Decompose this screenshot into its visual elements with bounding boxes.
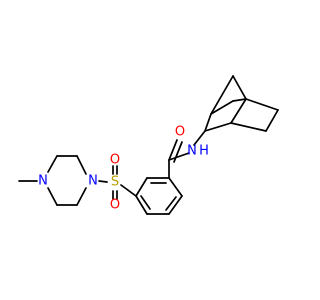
- sulfonyl-bonds: [98, 165, 137, 200]
- structure-drawing: O N H S O O N N: [18, 75, 279, 215]
- norbornane-bonds: [204, 75, 279, 132]
- molecule-diagram: O N H S O O N N: [18, 75, 279, 215]
- atom-label: O: [110, 153, 120, 168]
- atom-label: N: [187, 144, 197, 159]
- bond: [210, 100, 234, 115]
- bond: [232, 75, 247, 100]
- atom-label: H: [199, 144, 209, 159]
- bond: [168, 177, 183, 197]
- atom-label: O: [110, 198, 120, 213]
- bond: [76, 187, 87, 206]
- bond: [173, 141, 183, 163]
- bond: [168, 195, 183, 215]
- bond: [193, 130, 206, 146]
- atom-labels: O N H S O O N N: [38, 125, 209, 213]
- atom-label: N: [88, 174, 98, 189]
- atom-label: N: [38, 174, 48, 189]
- bond: [165, 196, 177, 211]
- bond: [76, 155, 87, 175]
- bond: [230, 98, 247, 124]
- bond: [204, 122, 232, 132]
- atom-label: S: [111, 175, 119, 190]
- piperazine-bonds: [18, 155, 87, 206]
- bond: [232, 98, 247, 102]
- bond: [47, 155, 58, 173]
- bond: [245, 98, 279, 111]
- bond: [210, 75, 234, 115]
- benzene-ring-bonds: [135, 177, 183, 215]
- amide-bonds: [168, 130, 206, 179]
- bond: [135, 195, 148, 215]
- bond: [265, 109, 279, 132]
- bond: [140, 195, 151, 210]
- bond: [168, 152, 190, 161]
- bond: [230, 122, 267, 132]
- bond: [98, 180, 108, 183]
- bond: [47, 187, 58, 206]
- bond: [135, 177, 148, 197]
- bond: [168, 139, 178, 161]
- bond: [204, 113, 212, 132]
- atom-label: O: [175, 125, 185, 140]
- bond: [120, 184, 137, 197]
